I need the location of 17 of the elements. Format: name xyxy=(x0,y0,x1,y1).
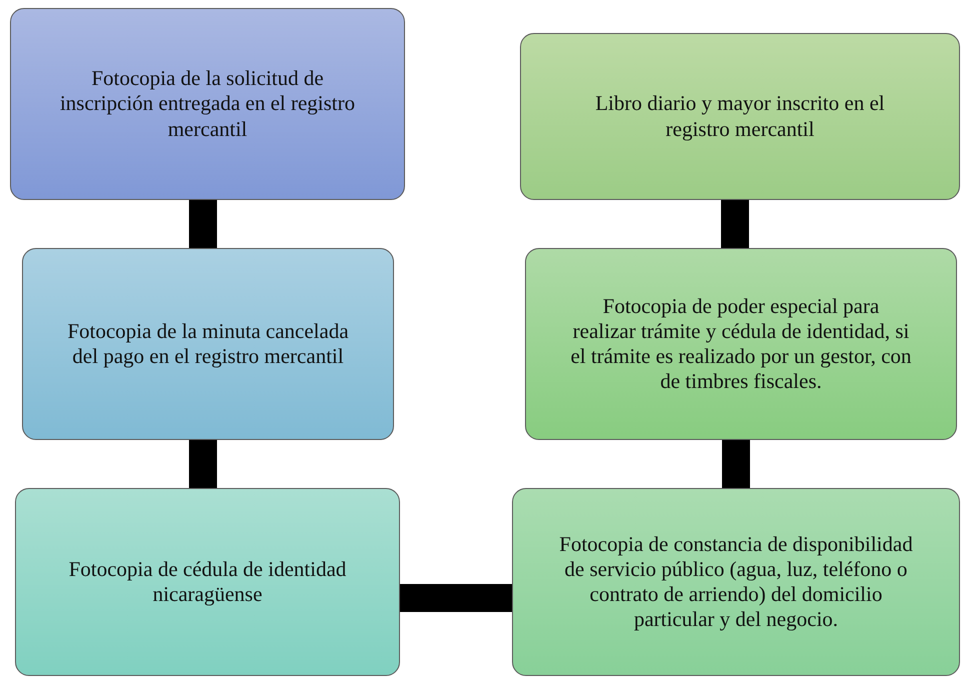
process-box xyxy=(525,248,957,440)
connector xyxy=(189,200,217,248)
connector xyxy=(189,440,217,488)
connector xyxy=(722,440,750,488)
box-text: Fotocopia de cédula de identidad nicaragüense xyxy=(68,556,348,608)
connector xyxy=(400,584,512,612)
process-box xyxy=(15,488,400,676)
box-text: Fotocopia de constancia de disponibilidad de servicio público (agua, luz, teléfono o contrato de arriendo) del domicilio particular y del negocio. xyxy=(558,532,914,632)
process-box xyxy=(512,488,960,676)
box-text: Fotocopia de la minuta cancelada del pago en el registro mercantil xyxy=(67,318,349,370)
box-text: Fotocopia de la solicitud de inscripción entregada en el registro mercantil xyxy=(58,66,356,142)
box-text: Fotocopia de poder especial para realizar trámite y cédula de identidad, si el trámite es realizado por un gestor, con de timbres fiscales. xyxy=(570,294,912,394)
box-text: Libro diario y mayor inscrito en el registro mercantil xyxy=(594,91,886,142)
process-box xyxy=(22,248,394,440)
connector xyxy=(721,200,749,248)
process-box xyxy=(10,8,405,200)
process-box xyxy=(520,33,960,200)
